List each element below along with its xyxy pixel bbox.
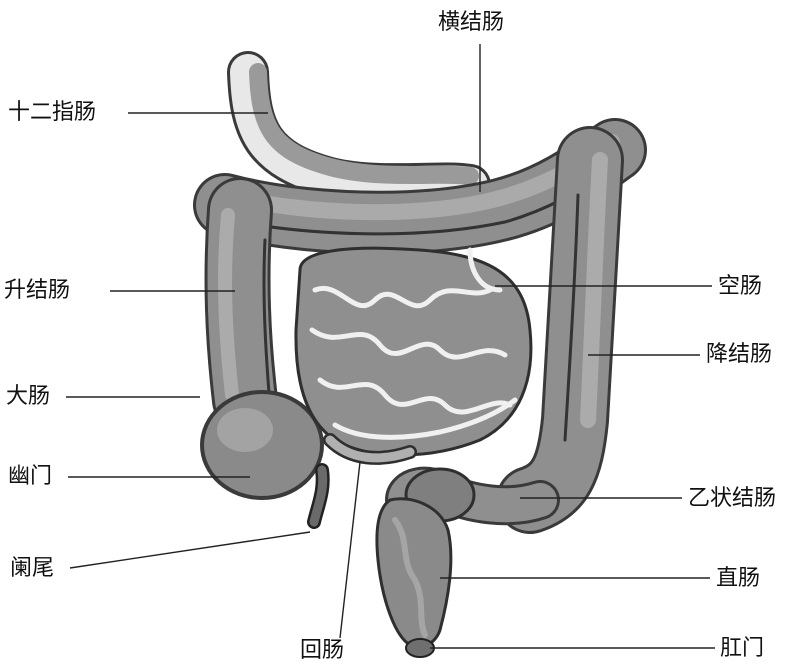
label-rectum: 直肠 <box>716 566 760 592</box>
leader-appendix <box>70 532 310 568</box>
label-ileum: 回肠 <box>300 638 344 664</box>
cecum-shape <box>200 390 324 500</box>
anus-shape <box>406 639 434 657</box>
label-sigmoid-colon: 乙状结肠 <box>688 486 776 512</box>
label-descending-colon: 降结肠 <box>706 342 772 368</box>
label-ascending-colon: 升结肠 <box>4 278 70 304</box>
label-duodenum: 十二指肠 <box>8 100 96 126</box>
leader-ileum <box>340 462 360 638</box>
rectum-shape <box>377 499 451 647</box>
appendix-shape <box>314 470 323 522</box>
small-intestine-shape <box>296 248 531 455</box>
label-large-intestine: 大肠 <box>6 384 50 410</box>
label-anus: 肛门 <box>720 636 764 662</box>
label-pylorus: 幽门 <box>8 464 52 490</box>
label-appendix: 阑尾 <box>10 556 54 582</box>
duodenum-shape <box>248 72 470 185</box>
label-transverse-colon: 横结肠 <box>438 10 504 36</box>
label-jejunum: 空肠 <box>718 274 762 300</box>
